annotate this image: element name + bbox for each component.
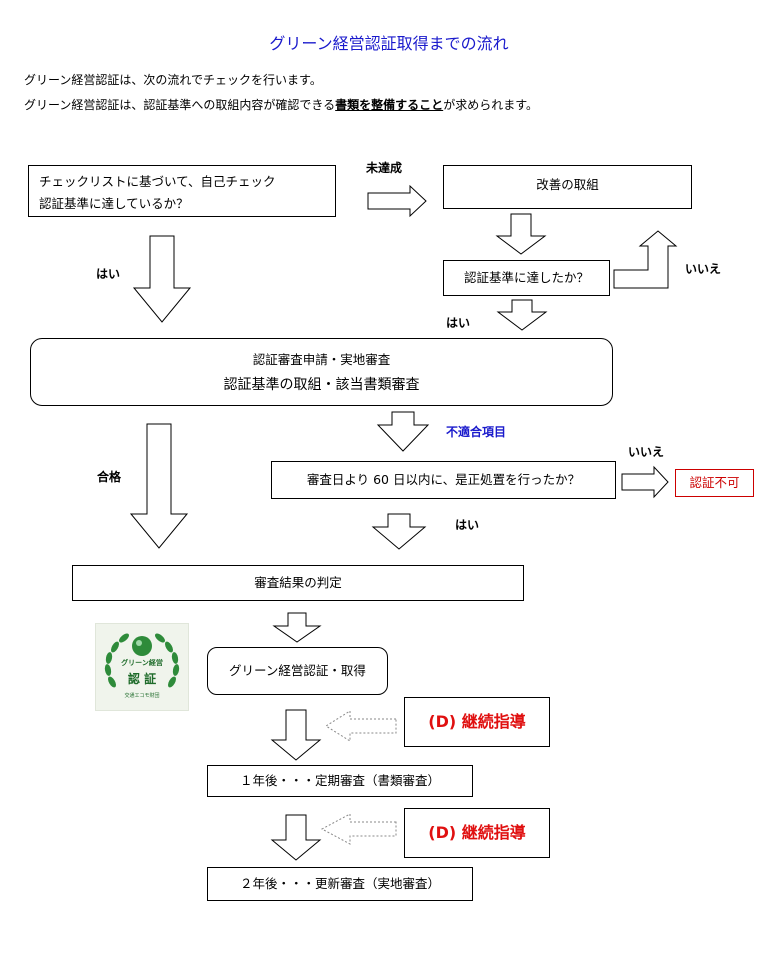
audit-box: 認証審査申請・実地審査 認証基準の取組・該当書類審査 [30,338,613,406]
guidance-box-1: (D) 継続指導 [404,697,550,747]
nonconform-label: 不適合項目 [446,425,507,439]
arrow-right-icon [621,465,669,499]
arrow-left-dotted-icon [325,710,397,742]
no-label-right: いいえ [685,262,722,276]
arrow-down-icon [496,299,548,331]
intro-line-1: グリーン経営認証は、次の流れでチェックを行います。 [24,73,322,87]
audit-line-1: 認証審査申請・実地審査 [252,352,391,367]
yes-label-left: はい [96,267,121,281]
renewal-audit-box: ２年後・・・更新審査（実地審査） [207,867,473,901]
guidance-box-2: (D) 継続指導 [404,808,550,858]
page-title: グリーン経営認証取得までの流れ [269,34,509,53]
arrow-down-icon [272,612,322,643]
self-check-line-1: チェックリストに基づいて、自己チェック [39,174,276,189]
intro-line-2: グリーン経営認証は、認証基準への取組内容が確認できる書類を整備することが求められ… [24,96,538,113]
logo-text-main: 認 証 [127,672,157,686]
intro-line-2-emphasis: 書類を整備すること [335,98,444,112]
no-label-fail: いいえ [628,445,665,459]
arrow-return-up-icon [613,230,678,289]
improvement-box: 改善の取組 [443,165,692,209]
arrow-down-icon [270,709,322,761]
arrow-down-icon [371,513,427,550]
logo-text-bottom: 交通エコモ財団 [124,693,160,699]
intro-line-2-pre: グリーン経営認証は、認証基準への取組内容が確認できる [24,98,336,112]
intro-line-2-post: が求められます。 [443,98,538,112]
green-certification-logo: グリーン経営 認 証 交通エコモ財団 [95,623,189,711]
reached-check-box: 認証基準に達したか？ [443,260,610,296]
arrow-down-icon [270,814,322,861]
arrow-down-icon [376,411,430,452]
yes-label-correction: はい [455,518,480,532]
laurel-wreath-icon [104,633,180,688]
yes-label-mid: はい [446,316,471,330]
arrow-left-dotted-icon [320,813,397,845]
judgement-box: 審査結果の判定 [72,565,524,601]
not-achieved-label: 未達成 [366,161,403,175]
pass-label: 合格 [97,470,122,484]
self-check-box: チェックリストに基づいて、自己チェック 認証基準に達しているか？ [28,165,336,217]
self-check-line-2: 認証基準に達しているか？ [39,196,189,211]
correction-check-box: 審査日より 60 日以内に、是正処置を行ったか？ [271,461,616,499]
arrow-down-icon [495,213,547,255]
audit-line-2: 認証基準の取組・該当書類審査 [223,377,420,393]
fail-box: 認証不可 [675,469,754,497]
periodic-audit-box: １年後・・・定期審査（書類審査） [207,765,473,797]
arrow-right-icon [367,184,427,218]
acquired-box: グリーン経営認証・取得 [207,647,388,695]
arrow-down-icon [132,235,192,323]
arrow-down-icon [129,423,189,549]
logo-text-top: グリーン経営 [121,659,163,667]
